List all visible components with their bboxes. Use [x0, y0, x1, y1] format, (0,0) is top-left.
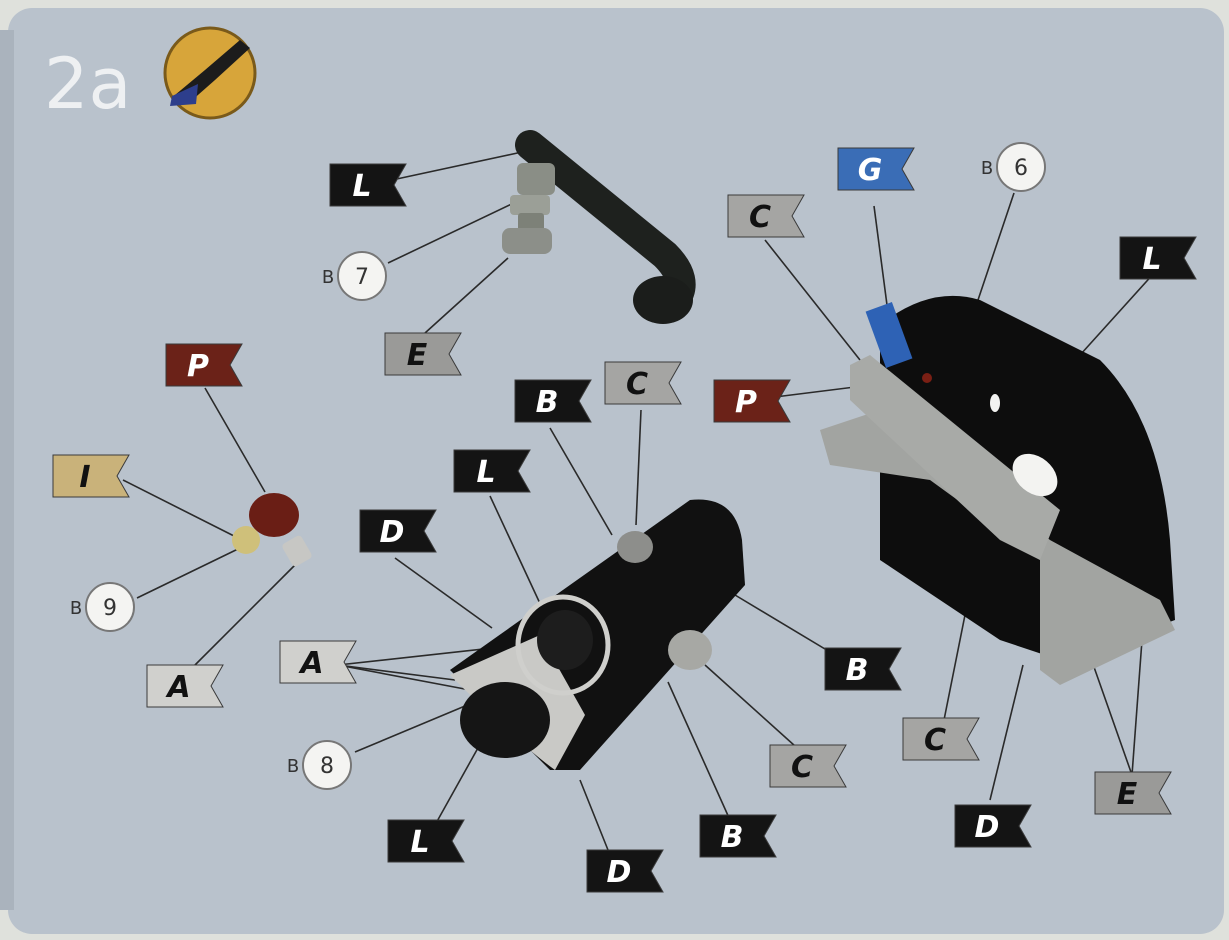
flag-letter: L: [410, 825, 429, 860]
bag-number: 7: [355, 265, 369, 290]
flag-letter: E: [1117, 777, 1138, 812]
flag-letter: P: [735, 385, 757, 420]
bag-prefix: B: [70, 598, 82, 619]
flag-letter: L: [352, 169, 371, 204]
flag-letter: B: [536, 385, 559, 420]
flag-letter: C: [626, 367, 648, 402]
bag-prefix: B: [981, 158, 993, 179]
flag-letter: B: [721, 820, 744, 855]
flag-letter: I: [79, 460, 90, 495]
flag-letter: L: [1142, 242, 1161, 277]
left-strip: [0, 30, 14, 910]
step-label: 2a: [44, 43, 131, 125]
flag-letter: D: [607, 855, 632, 890]
flag-letter: D: [975, 810, 1000, 845]
bag-number: 9: [103, 596, 117, 621]
flag-letter: G: [858, 153, 883, 188]
flag-letter: C: [924, 723, 946, 758]
bag-prefix: B: [322, 267, 334, 288]
flag-letter: C: [791, 750, 813, 785]
flag-letter: E: [407, 338, 428, 373]
flag-letter: A: [298, 646, 323, 681]
bag-number: 8: [320, 754, 334, 779]
flag-letter: L: [476, 455, 495, 490]
flag-letter: C: [749, 200, 771, 235]
bag-number: 6: [1014, 156, 1028, 181]
flag-letter: D: [380, 515, 405, 550]
flag-letter: A: [165, 670, 190, 705]
flag-letter: B: [846, 653, 869, 688]
bag-prefix: B: [287, 756, 299, 777]
flag-letter: P: [187, 349, 209, 384]
paint-brush-icon: [165, 28, 255, 118]
